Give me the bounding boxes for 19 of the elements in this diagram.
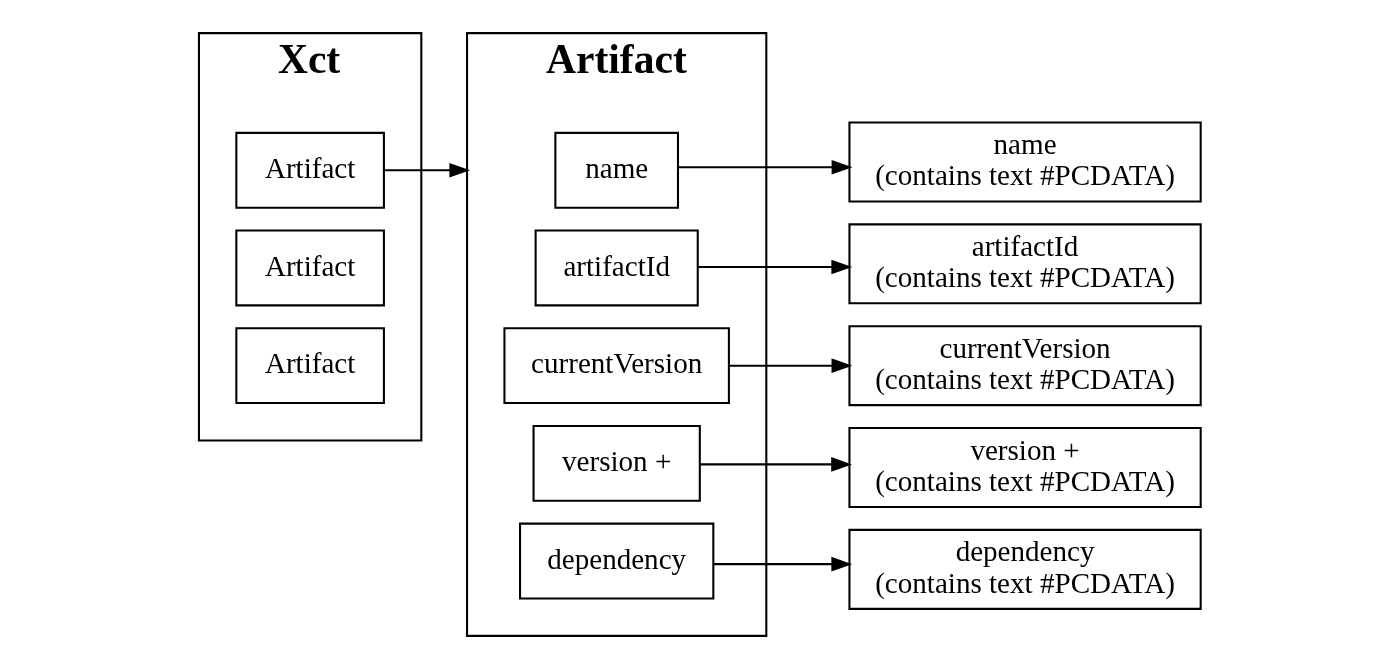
arrow <box>699 457 852 472</box>
node-box: artifactId <box>534 229 699 307</box>
arrow <box>728 358 852 373</box>
arrow <box>383 163 470 178</box>
node-box: version + (contains text #PCDATA) <box>847 426 1202 509</box>
node-box: dependency (contains text #PCDATA) <box>847 528 1202 610</box>
arrow <box>678 159 852 175</box>
node-box: Artifact <box>234 131 385 209</box>
node-box: name <box>553 131 679 209</box>
node-box: Artifact <box>234 327 385 405</box>
arrow <box>697 259 852 275</box>
node-box: currentVersion <box>502 327 730 405</box>
node-box: version + <box>532 424 701 502</box>
node-box: dependency <box>518 522 714 600</box>
arrow <box>712 556 852 572</box>
node-box: Artifact <box>234 229 385 307</box>
node-box: artifactId (contains text #PCDATA) <box>847 223 1202 305</box>
node-box: name (contains text #PCDATA) <box>847 121 1202 203</box>
node-box: currentVersion (contains text #PCDATA) <box>847 325 1202 407</box>
